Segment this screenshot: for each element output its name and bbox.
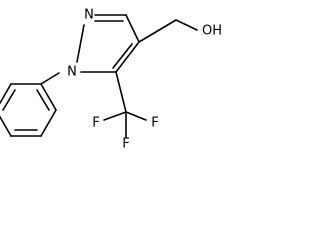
bond-phenyl-double-a	[36, 89, 50, 111]
bond-n1-n2	[76, 24, 85, 63]
pyrazole-ring	[76, 14, 140, 73]
atom-label-n-top: N	[84, 8, 94, 23]
bond-c5-cf3	[115, 71, 127, 113]
atom-label-fluorine-left: F	[92, 116, 99, 131]
bond-phenyl-4	[0, 115, 12, 137]
phenyl-ring	[0, 83, 57, 137]
atom-label-hydroxyl: OH	[202, 24, 222, 39]
bond-c4-ch2	[138, 19, 177, 43]
bond-phenyl-5	[0, 83, 12, 105]
bond-ch2-oh	[175, 19, 198, 31]
bond-c4-c5	[115, 41, 140, 73]
bond-cf3-f-right	[125, 111, 147, 121]
bond-c4-c5-double	[112, 43, 133, 69]
molecular-structure-diagram: N N OH F F F	[0, 8, 222, 152]
bond-cf3-f-left	[103, 111, 127, 121]
bond-phenyl-2	[40, 109, 57, 137]
bond-phenyl-n1	[40, 72, 60, 85]
bond-phenyl-double-c	[2, 89, 16, 111]
atom-label-n-phenyl: N	[67, 65, 77, 80]
bond-c3-c4	[125, 14, 140, 43]
atom-label-fluorine-right: F	[151, 116, 158, 131]
atom-label-fluorine-mid: F	[122, 137, 129, 152]
bond-phenyl-1	[40, 83, 57, 111]
